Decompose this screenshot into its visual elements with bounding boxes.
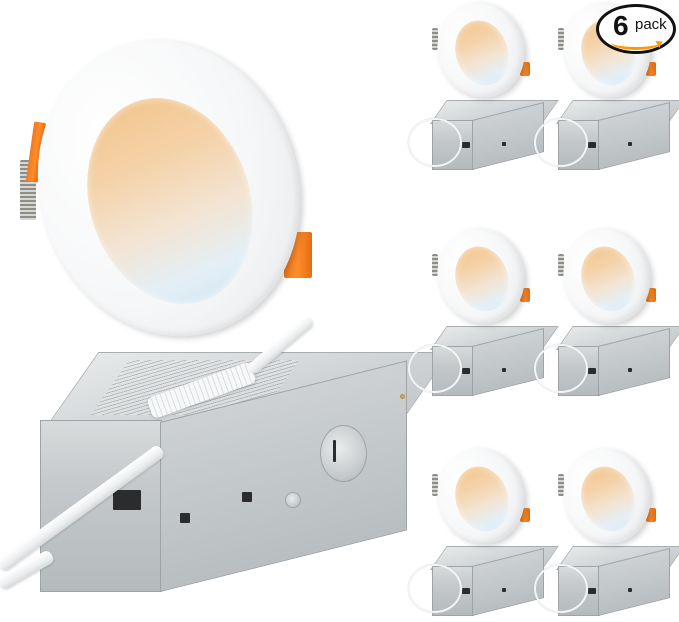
box-slot [628,368,632,372]
pack-label: pack [635,16,667,33]
box-slot [462,368,470,374]
mounting-tab [646,288,656,302]
cable-loop [408,344,462,393]
box-slot [502,142,506,146]
spring-clip [432,474,438,496]
box-slot [180,513,190,523]
spring-clip [432,254,438,276]
main-light-unit [0,5,451,592]
mounting-tab [646,508,656,522]
box-slot [462,142,470,148]
box-knockout [320,425,367,482]
thumbnail-unit-3 [402,217,559,396]
box-slot [242,492,252,502]
box-slot [502,368,506,372]
box-slot [113,490,141,510]
thumbnail-unit-2 [528,0,679,170]
mounting-tab [646,62,656,76]
box-slot [588,142,596,148]
spring-clip [558,28,564,50]
pack-count: 6 [613,10,629,41]
cable-loop [534,118,588,167]
box-screw [400,394,405,399]
thumbnail-unit-5 [402,437,559,616]
junction-box-front [40,420,162,592]
box-slot [588,588,596,594]
box-slot [628,142,632,146]
cable-loop [534,564,588,613]
cable-loop [408,564,462,613]
box-slot [502,588,506,592]
spring-clip [432,28,438,50]
cable-loop [534,344,588,393]
mounting-tab [520,508,530,522]
thumbnail-unit-1 [402,0,559,170]
cable-loop [408,118,462,167]
box-slot [588,368,596,374]
box-knockout [285,492,301,508]
box-slot [628,588,632,592]
spring-clip [558,474,564,496]
pack-count-badge: 6 pack [596,4,676,54]
thumbnail-unit-4 [528,217,679,396]
knockout-slot [333,440,336,462]
mounting-tab [520,62,530,76]
box-slot [462,588,470,594]
mounting-tab [520,288,530,302]
thumbnail-unit-6 [528,437,679,616]
smile-arrow-icon [611,35,661,50]
spring-clip [558,254,564,276]
